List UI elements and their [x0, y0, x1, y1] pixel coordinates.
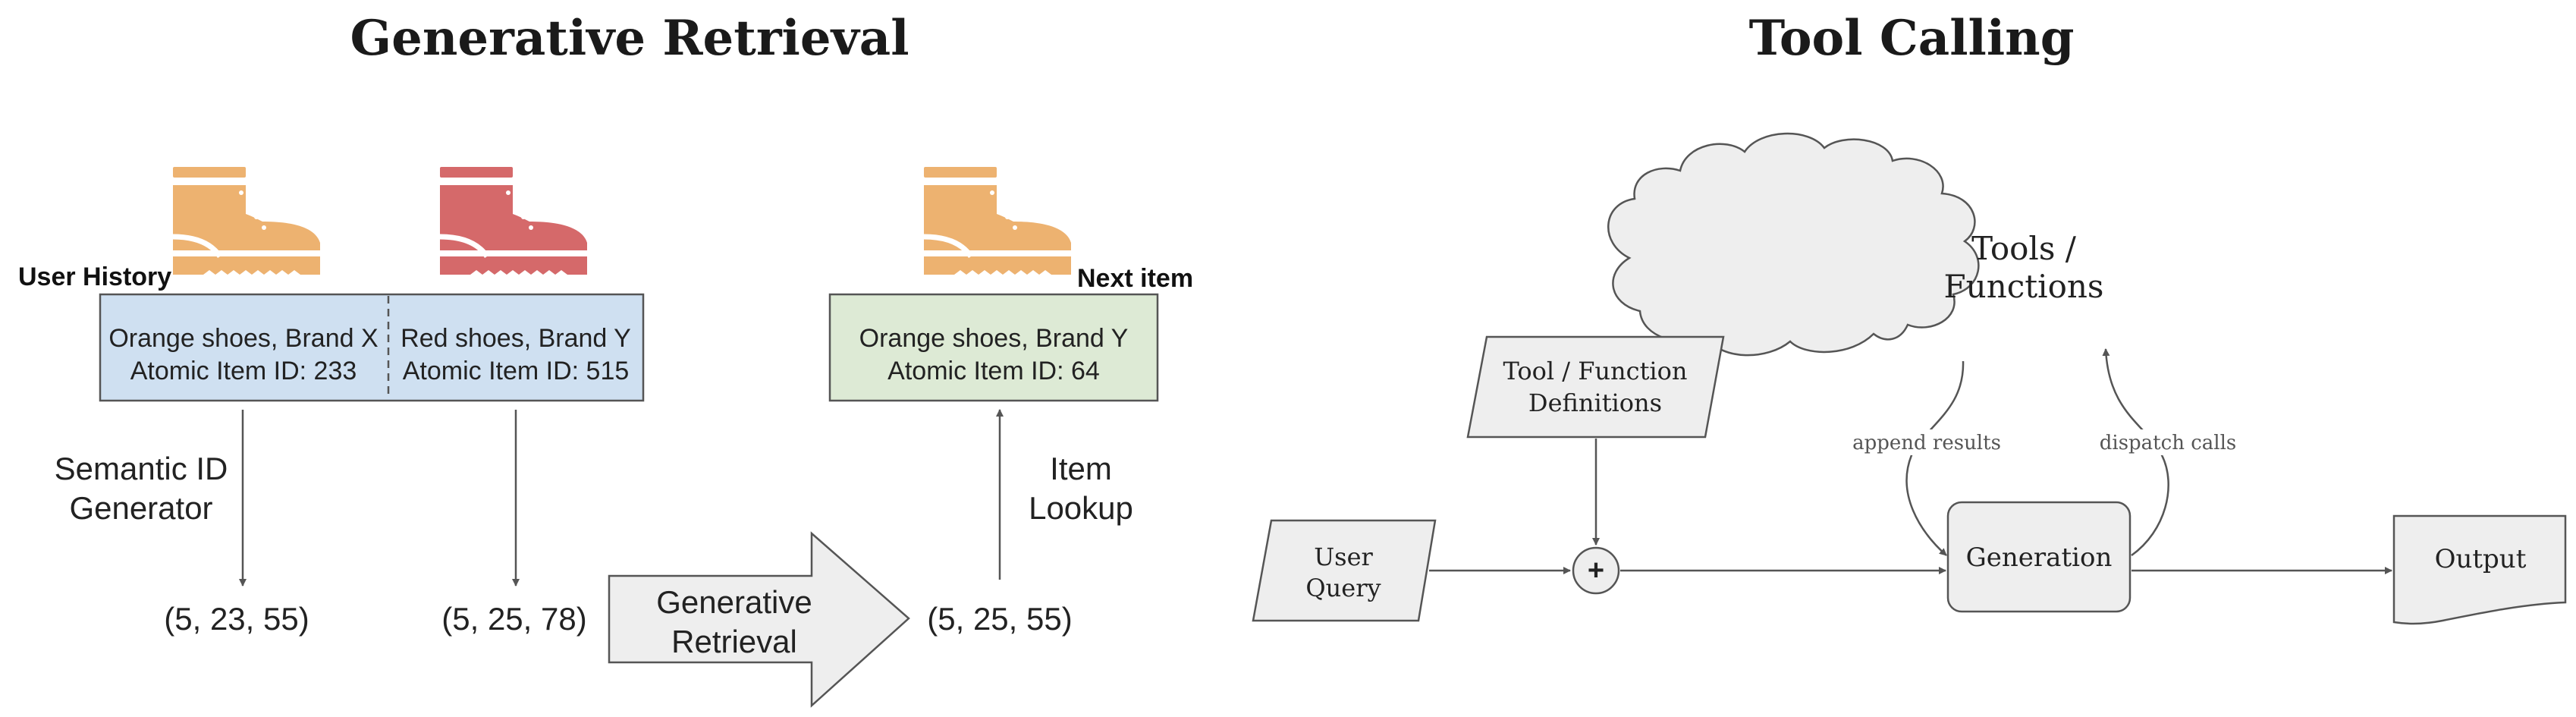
- semantic-id: (5, 23, 55): [164, 601, 309, 637]
- history-item-name: Red shoes, Brand Y: [401, 324, 631, 353]
- dispatch-calls-label: dispatch calls: [2100, 432, 2237, 454]
- right-panel-title: Tool Calling: [1749, 10, 2075, 67]
- user-history-label: User History: [18, 263, 171, 291]
- tools-cloud: [1607, 132, 1980, 357]
- history-item-id: Atomic Item ID: 515: [403, 357, 630, 385]
- boot-icon: [440, 167, 587, 275]
- semantic-id: (5, 25, 55): [927, 601, 1072, 637]
- definitions-box: [1466, 335, 1725, 439]
- cloud-label: Functions: [1944, 268, 2104, 305]
- item-lookup-label: Lookup: [1029, 490, 1133, 526]
- generative-retrieval-label: Retrieval: [671, 624, 797, 659]
- generation-label: Generation: [1966, 542, 2113, 573]
- boot-icon: [924, 167, 1071, 275]
- boot-icon: [173, 167, 320, 275]
- append-results-label-bg: [1848, 429, 2000, 455]
- next-item-box: [828, 293, 1159, 402]
- user-history-box: [99, 293, 645, 402]
- user-query-label: User: [1314, 542, 1373, 571]
- plus-node: [1572, 546, 1620, 595]
- definitions-label: Tool / Function: [1503, 357, 1687, 385]
- output-label: Output: [2435, 544, 2527, 574]
- item-lookup-label: Item: [1050, 451, 1112, 486]
- next-item-name: Orange shoes, Brand Y: [859, 324, 1129, 353]
- dispatch-calls-label-bg: [2091, 429, 2245, 455]
- generative-retrieval-arrow: [608, 531, 910, 708]
- generative-retrieval-label: Generative: [656, 584, 812, 620]
- append-results-label: append results: [1852, 432, 2001, 454]
- output-box: [2392, 514, 2567, 625]
- history-item-id: Atomic Item ID: 233: [130, 357, 357, 385]
- user-query-box: [1252, 519, 1437, 622]
- next-item-id: Atomic Item ID: 64: [887, 357, 1100, 385]
- left-panel-title: Generative Retrieval: [350, 10, 909, 67]
- next-item-label: Next item: [1077, 264, 1193, 293]
- semantic-id-generator-label: Generator: [69, 490, 212, 526]
- semantic-id-generator-label: Semantic ID: [55, 451, 228, 486]
- definitions-label: Definitions: [1528, 388, 1662, 417]
- semantic-id: (5, 25, 78): [441, 601, 586, 637]
- user-query-label: Query: [1305, 574, 1381, 602]
- plus-symbol: +: [1588, 555, 1604, 586]
- generation-box: [1946, 501, 2131, 613]
- history-item-name: Orange shoes, Brand X: [108, 324, 378, 353]
- cloud-label: Tools /: [1971, 230, 2077, 267]
